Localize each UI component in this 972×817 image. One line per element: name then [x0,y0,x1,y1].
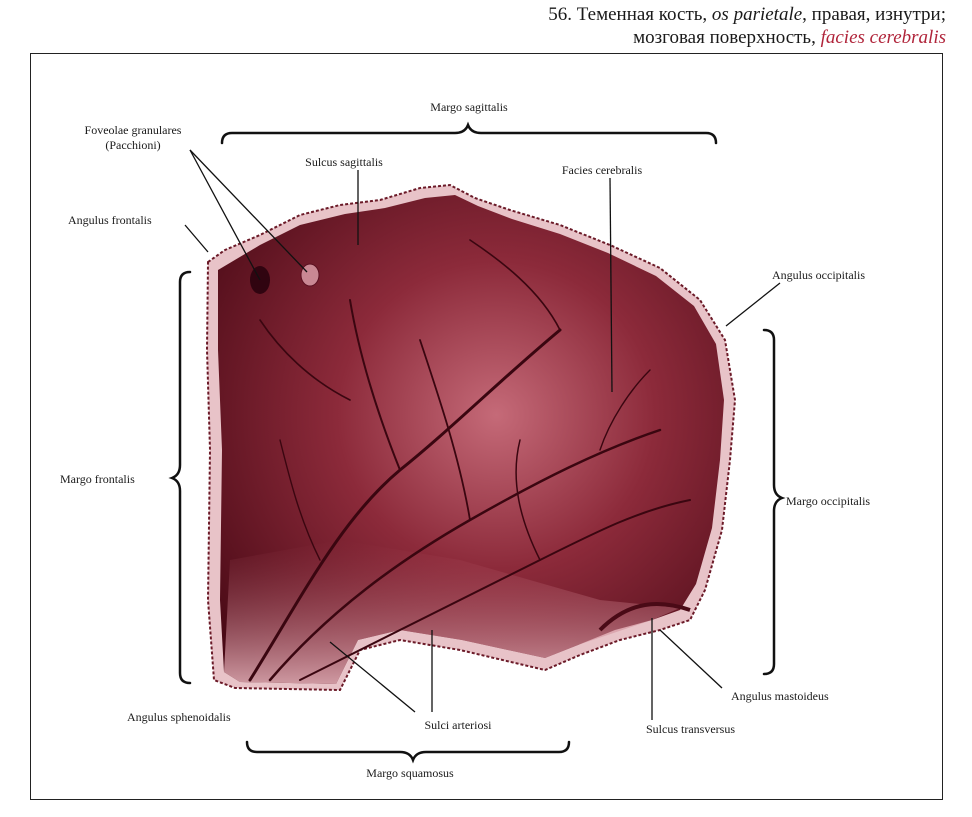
foveola-granularis-2 [300,263,320,287]
label-margo-frontalis: Margo frontalis [60,472,135,486]
brace-margo-occipitalis [762,328,786,676]
label-margo-squamosus: Margo squamosus [366,766,454,780]
leader-angulus-mastoideus [659,629,723,689]
caption-line-1: 56. Теменная кость, os parietale, правая… [548,1,946,28]
caption-prefix-2: мозговая поверхность, [633,27,821,48]
label-angulus-mastoideus: Angulus mastoideus [731,689,829,703]
sulcus-transversus-shadow [598,602,691,632]
arterial-grooves [248,239,691,682]
leader-lines [184,149,781,720]
brace-margo-sagittalis [220,121,718,145]
label-foveolae-line-2: (Pacchioni) [105,138,161,152]
leader-angulus-occipitalis [725,282,781,327]
leader-angulus-frontalis [184,224,209,253]
leader-foveolae-1 [189,149,261,281]
label-margo-occipitalis: Margo occipitalis [786,494,871,508]
leader-facies-cerebralis [609,177,613,393]
label-foveolae-line-1: Foveolae granulares [84,123,182,137]
leader-sulci-arteriosi-1 [329,641,416,713]
figure-frame [30,53,943,800]
caption-prefix-1: 56. Теменная кость, [548,4,712,25]
caption-line-2: мозговая поверхность, facies cerebralis [633,24,946,51]
label-sulci-arteriosi: Sulci arteriosi [424,718,492,732]
label-angulus-sphenoidalis: Angulus sphenoidalis [127,710,231,724]
caption-suffix-1: , правая, изнутри; [802,4,946,25]
label-angulus-frontalis: Angulus frontalis [68,213,152,227]
brace-margo-squamosus [245,740,571,764]
label-foveolae-granulares: Foveolae granulares(Pacchioni) [85,123,182,153]
leader-foveolae-2 [189,149,308,273]
brace-margo-frontalis [168,270,192,685]
braces [168,121,786,764]
label-sulcus-sagittalis: Sulcus sagittalis [305,155,383,169]
caption-latin-os-parietale: os parietale [711,4,803,25]
label-angulus-occipitalis: Angulus occipitalis [772,268,865,282]
label-margo-sagittalis: Margo sagittalis [430,100,508,114]
label-sulcus-transversus: Sulcus transversus [646,722,735,736]
caption-latin-facies-cerebralis: facies cerebralis [820,27,946,48]
label-facies-cerebralis: Facies cerebralis [561,163,643,177]
